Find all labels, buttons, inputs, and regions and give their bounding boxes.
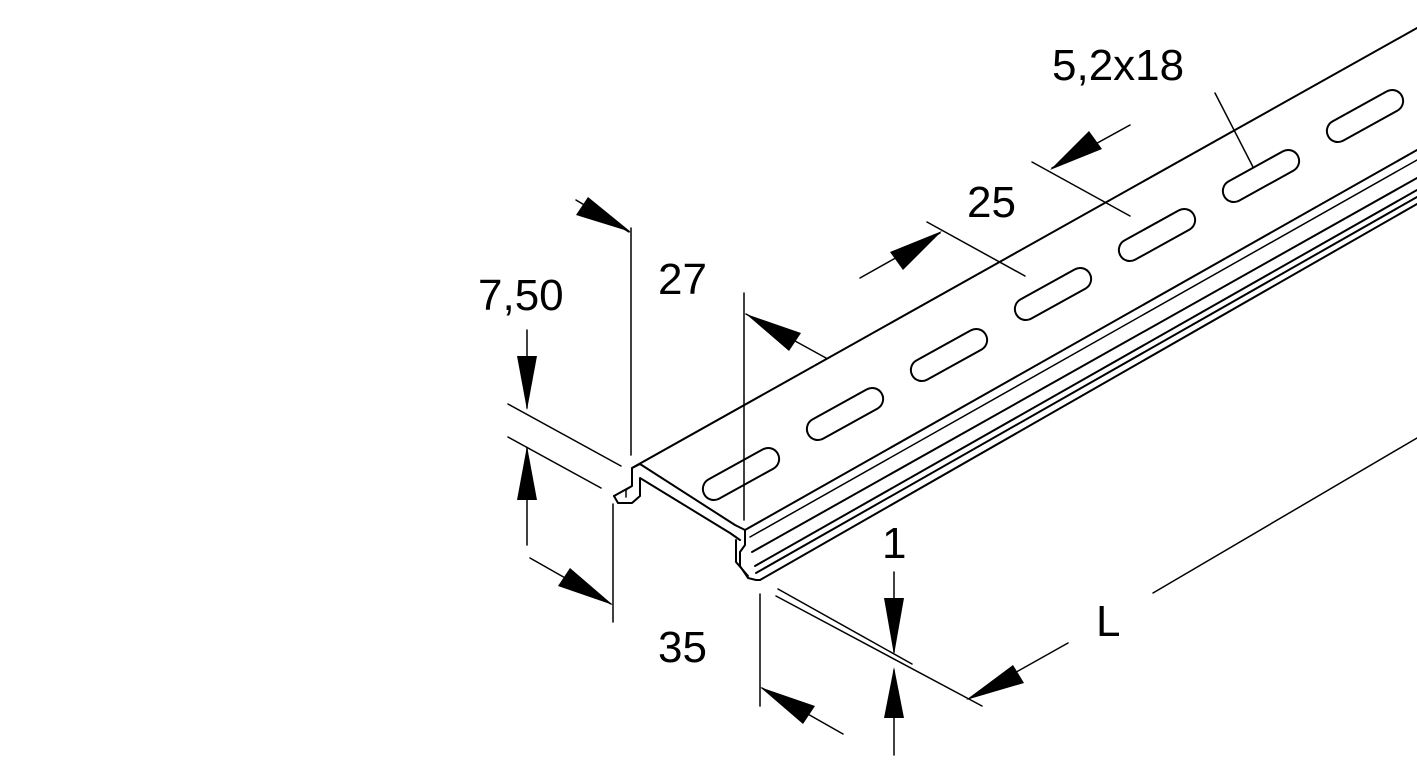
- thickness-ext-line-upper: [777, 588, 913, 665]
- rail-top-rim: [749, 159, 1417, 538]
- label-slot-size: 5,2x18: [1052, 41, 1184, 90]
- length-dim-line-upper: [1152, 437, 1417, 594]
- rail-bottom-lip-lower: [759, 203, 1417, 581]
- slot-2: [805, 386, 885, 442]
- rail-end-left-flange: [613, 477, 741, 541]
- label-length: L: [1096, 597, 1120, 646]
- pitch-arrow-1: [890, 231, 942, 270]
- rail-bottom-lip-upper: [755, 196, 1417, 574]
- width27-arrow-left: [576, 197, 631, 232]
- width27-arrow-right: [746, 314, 801, 351]
- label-width-top: 27: [658, 255, 707, 304]
- thickness-ext-line-lower: [775, 595, 983, 707]
- rail-top-back-edge: [631, 27, 1417, 469]
- rail-slots: [701, 88, 1405, 502]
- length-arrow: [966, 665, 1024, 700]
- slot-3: [909, 327, 989, 383]
- slot-6: [1221, 148, 1301, 204]
- width35-arrow-right: [760, 687, 815, 724]
- slot-4: [1013, 266, 1093, 322]
- slot-1: [701, 446, 781, 502]
- dim-slot-size: 5,2x18: [1052, 41, 1254, 168]
- rail-side-lower: [754, 189, 1417, 567]
- dim-thickness: 1: [775, 519, 983, 756]
- dim-width-base: 35: [529, 503, 844, 735]
- width35-arrow-left: [558, 568, 613, 605]
- rail-end-left-lip: [625, 485, 633, 498]
- rail-side-upper: [751, 177, 1417, 553]
- rail-top-front-edge: [744, 149, 1417, 531]
- slot-5: [1117, 207, 1197, 263]
- dim-width-top: 27: [575, 197, 827, 521]
- label-thickness: 1: [882, 519, 906, 568]
- label-pitch: 25: [967, 178, 1016, 227]
- thickness-arrow-top: [884, 598, 904, 655]
- label-width-base: 35: [658, 623, 707, 672]
- dim-pitch: 25: [859, 124, 1131, 279]
- rail-profile: [613, 27, 1417, 581]
- height-ext-line-bottom: [507, 436, 602, 489]
- slot-7: [1325, 88, 1405, 144]
- height-ext-line-top: [507, 403, 622, 467]
- dim-length: L: [966, 437, 1417, 700]
- slot-leader-line: [1214, 92, 1254, 168]
- pitch-ext-line-2: [1031, 161, 1131, 217]
- rail-end-inner-wall: [735, 539, 749, 577]
- label-height: 7,50: [478, 271, 564, 320]
- dim-height: 7,50: [478, 271, 622, 546]
- pitch-arrow-2: [1050, 131, 1102, 170]
- pitch-ext-line-1: [926, 221, 1026, 277]
- thickness-arrow-bottom: [884, 667, 904, 718]
- height-arrow-bottom: [517, 446, 537, 500]
- height-arrow-top: [517, 356, 537, 410]
- rail-end-profile: [613, 463, 761, 581]
